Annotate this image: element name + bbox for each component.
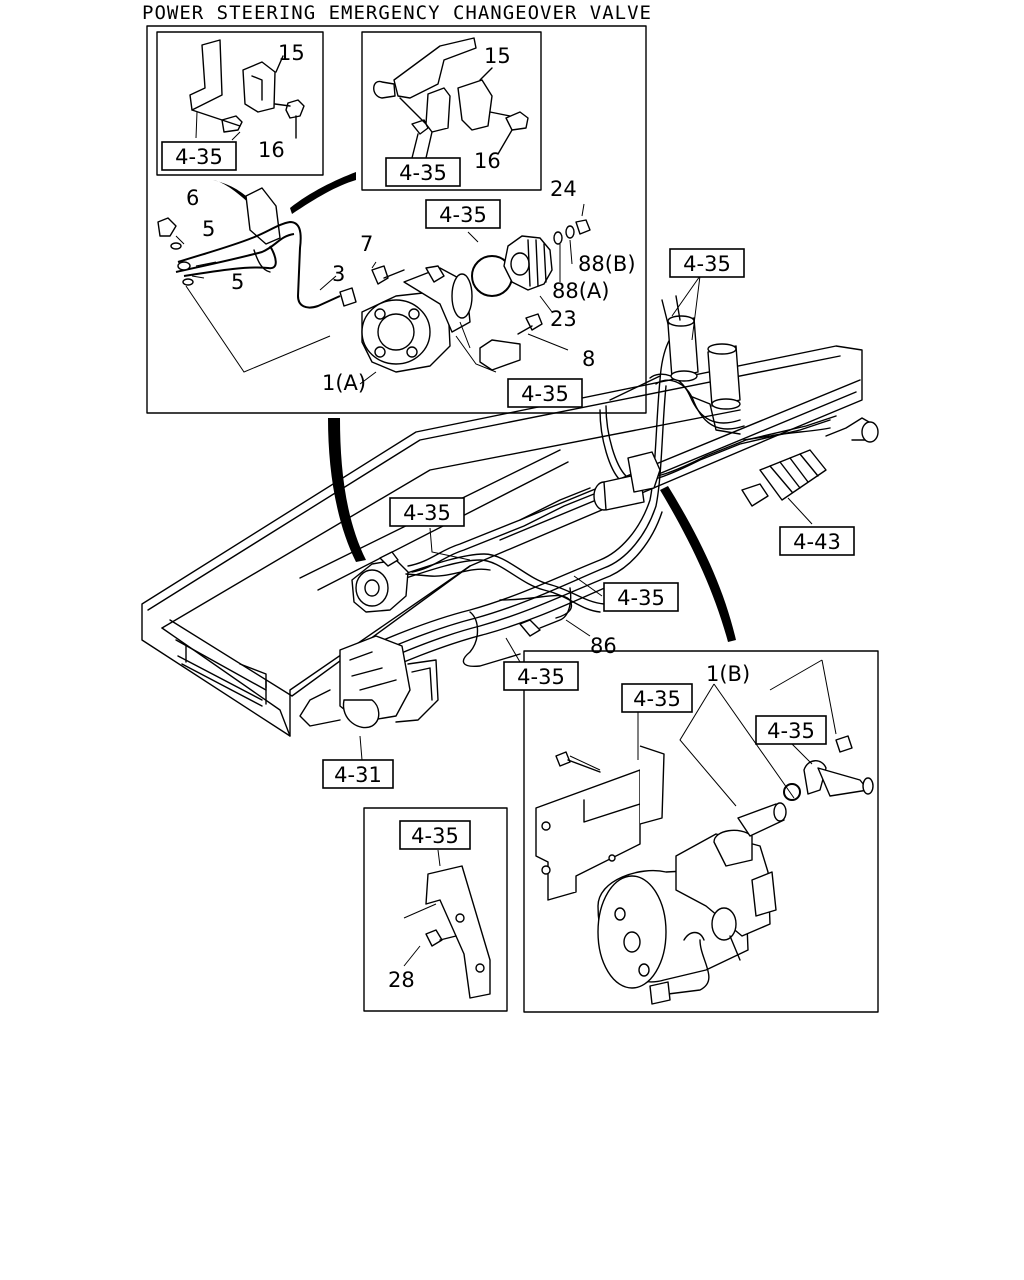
callout-box-4-35: 4-35: [389, 497, 465, 527]
part-label-7: 7: [360, 232, 373, 256]
svg-text:4-35: 4-35: [399, 161, 447, 185]
pointer-to-pump: [328, 418, 366, 562]
svg-text:4-35: 4-35: [633, 687, 681, 711]
callout-box-4-35: 4-35: [603, 582, 679, 612]
svg-text:4-35: 4-35: [439, 203, 487, 227]
callout-box-4-35: 4-35: [399, 820, 471, 850]
changeover-valve-on-chassis: [593, 451, 661, 511]
callout-box-4-35: 4-35: [507, 378, 583, 408]
svg-text:4-35: 4-35: [517, 665, 565, 689]
changeover-valve-detail: [535, 659, 874, 1005]
part-label-5: 5: [231, 270, 244, 294]
callout-box-4-35: 4-35: [621, 683, 693, 713]
part-label-1a: 1(A): [322, 371, 366, 395]
part-label-24: 24: [550, 177, 577, 201]
hose-assembly: [741, 417, 879, 525]
callout-box-4-35: 4-35: [161, 141, 237, 171]
callout-box-4-35: 4-35: [755, 715, 827, 745]
part-label-86: 86: [590, 634, 617, 658]
pump-assembly-1a: [157, 172, 591, 385]
part-label-16: 16: [474, 149, 501, 173]
part-label-6: 6: [186, 186, 199, 210]
part-label-15: 15: [278, 41, 305, 65]
part-label-3: 3: [332, 262, 345, 286]
callout-box-4-31: 4-31: [322, 759, 394, 789]
valve-block-left: [299, 635, 439, 761]
part-label-5: 5: [202, 217, 215, 241]
bracket-assembly-left: [189, 39, 305, 141]
part-label-16: 16: [258, 138, 285, 162]
bracket-assembly-right: [373, 37, 529, 159]
part-label-23: 23: [550, 307, 577, 331]
part-label-88a: 88(A): [552, 279, 609, 303]
leader-pipe-ref: [573, 575, 603, 597]
bracket-detail-frame-left: [156, 31, 324, 176]
part-label-88b: 88(B): [578, 252, 636, 276]
part-label-8: 8: [582, 347, 595, 371]
bracket-detail-frame-right: [361, 31, 542, 191]
svg-text:4-35: 4-35: [617, 586, 665, 610]
leader-pump-ref: [429, 527, 471, 561]
callout-box-4-35: 4-35: [385, 157, 461, 187]
svg-text:4-35: 4-35: [175, 145, 223, 169]
bracket-28-detail: [403, 849, 491, 999]
part-label-15: 15: [484, 44, 511, 68]
leader-tank-ref: [671, 275, 701, 341]
callout-box-4-35: 4-35: [503, 661, 579, 691]
svg-text:4-35: 4-35: [521, 382, 569, 406]
svg-text:4-35: 4-35: [683, 252, 731, 276]
diagram-title: POWER STEERING EMERGENCY CHANGEOVER VALV…: [142, 2, 652, 24]
callout-box-4-35: 4-35: [425, 199, 501, 229]
svg-text:4-31: 4-31: [334, 763, 382, 787]
upper-detail-frame: [146, 25, 647, 414]
svg-text:4-35: 4-35: [411, 824, 459, 848]
fitting-86: [519, 587, 591, 637]
chassis-frame: [141, 345, 863, 737]
changeover-valve-detail-frame: [523, 650, 879, 1013]
pointer-to-valve: [660, 486, 736, 642]
svg-text:4-35: 4-35: [403, 501, 451, 525]
leader-pipe-ref-lower: [505, 637, 521, 663]
svg-text:4-35: 4-35: [767, 719, 815, 743]
callout-box-4-43: 4-43: [779, 526, 855, 556]
callout-box-4-35: 4-35: [669, 248, 745, 278]
svg-text:4-43: 4-43: [793, 530, 841, 554]
part-label-28: 28: [388, 968, 415, 992]
bracket-28-detail-frame: [363, 807, 508, 1012]
pump-on-chassis: [351, 551, 491, 613]
part-label-1b: 1(B): [706, 662, 750, 686]
